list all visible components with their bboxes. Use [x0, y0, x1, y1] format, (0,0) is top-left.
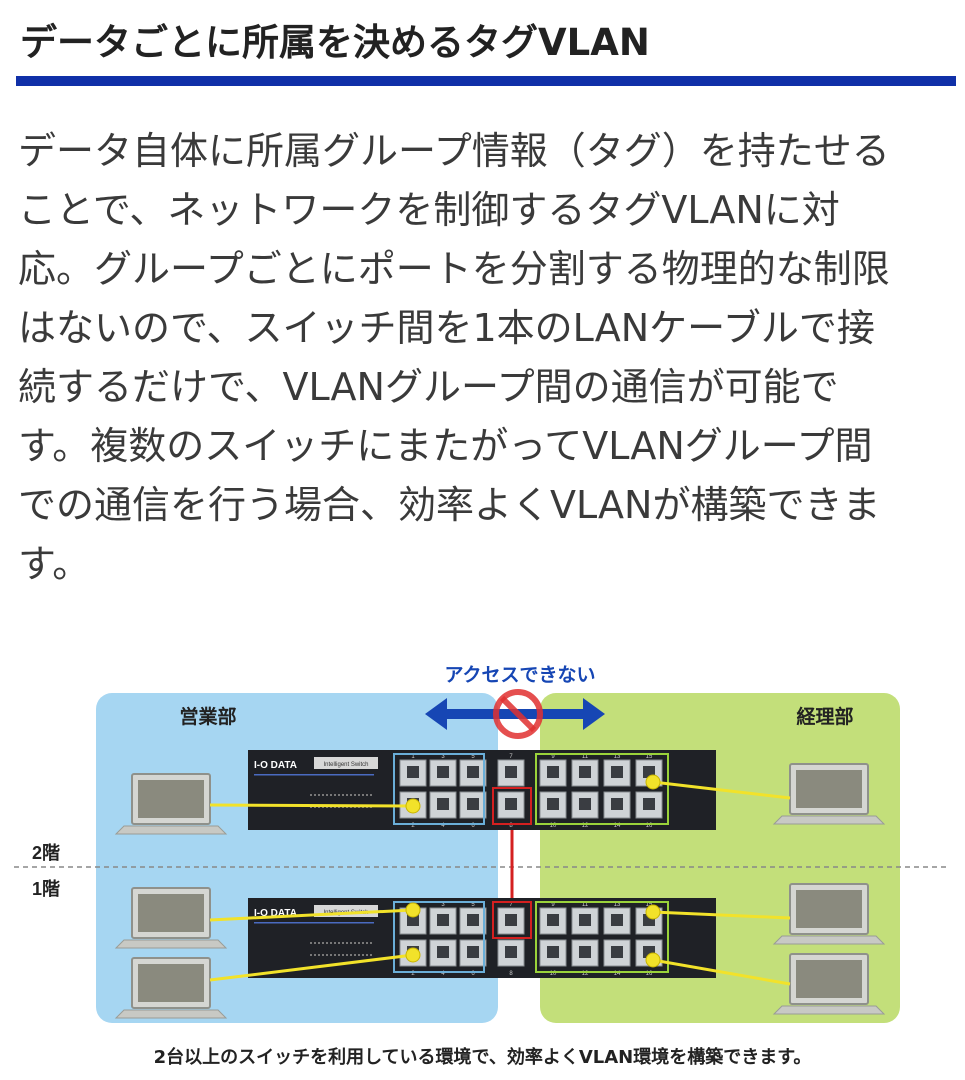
port-number: 12 — [582, 823, 589, 829]
port-number: 9 — [551, 754, 555, 760]
port-number: 5 — [471, 902, 475, 908]
port-number: 9 — [551, 902, 555, 908]
lan-port — [497, 939, 525, 967]
port-number: 2 — [411, 971, 415, 977]
laptop-icon — [772, 763, 886, 825]
switch-brand: I-O DATA — [254, 760, 297, 771]
port-number: 13 — [614, 754, 621, 760]
floor-label-lower: 1階 — [32, 879, 60, 899]
port-number: 6 — [471, 823, 475, 829]
lan-port — [571, 907, 599, 935]
accounting-label: 経理部 — [796, 705, 853, 728]
port-number: 5 — [471, 754, 475, 760]
port-number: 11 — [582, 902, 589, 908]
port-number: 7 — [509, 902, 513, 908]
port-number: 4 — [441, 971, 445, 977]
no-entry-icon — [493, 689, 543, 739]
port-number: 15 — [646, 902, 653, 908]
port-number: 16 — [646, 971, 653, 977]
port-number: 2 — [411, 823, 415, 829]
lan-cable — [209, 908, 414, 922]
port-number: 12 — [582, 971, 589, 977]
body-line: す。 — [18, 542, 91, 586]
sales-port-group — [393, 753, 485, 825]
port-number: 3 — [441, 902, 445, 908]
port-number: 7 — [509, 754, 513, 760]
vlan-diagram: アクセスできない 営業部 経理部 2階 1階 I-O DATA Intellige… — [0, 640, 965, 1080]
port-number: 10 — [550, 823, 557, 829]
body-line: 応。グループごとにポートを分割する物理的な制限 — [18, 247, 890, 291]
laptop-icon — [114, 773, 228, 835]
accounting-port-group — [535, 901, 669, 973]
floor-label-upper: 2階 — [32, 843, 60, 863]
port-number: 14 — [614, 971, 621, 977]
switch-badge: Intelligent Switch — [323, 762, 368, 768]
port-number: 15 — [646, 754, 653, 760]
lan-cable — [209, 803, 414, 808]
laptop-icon — [114, 887, 228, 949]
body-line: す。複数のスイッチにまたがってVLANグループ間 — [18, 424, 873, 468]
port-number: 16 — [646, 823, 653, 829]
figure-caption: 2台以上のスイッチを利用している環境で、効率よくVLAN環境を構築できます。 — [153, 1047, 812, 1068]
switch-badge-box — [314, 757, 378, 769]
port-number: 8 — [509, 971, 513, 977]
trunk-port — [492, 901, 532, 939]
body-line: はないので、スイッチ間を1本のLANケーブルで接 — [18, 306, 875, 350]
port-number: 13 — [614, 902, 621, 908]
port-number: 10 — [550, 971, 557, 977]
heading-underline — [16, 76, 956, 86]
switch-brand: I-O DATA — [254, 908, 297, 919]
accounting-port-group — [535, 753, 669, 825]
body-line: 続するだけで、VLANグループ間の通信が可能で — [18, 365, 839, 409]
lan-cable — [652, 780, 791, 800]
sales-label: 営業部 — [179, 705, 236, 728]
port-number: 8 — [509, 823, 513, 829]
lan-port — [571, 939, 599, 967]
laptop-icon — [114, 957, 228, 1019]
body-line: での通信を行う場合、効率よくVLANが構築できま — [18, 483, 881, 527]
trunk-port — [492, 787, 532, 825]
port-number: 1 — [411, 754, 415, 760]
port-number: 14 — [614, 823, 621, 829]
lan-port — [497, 791, 525, 819]
port-number: 3 — [441, 754, 445, 760]
lan-port — [459, 759, 487, 787]
lan-cable — [209, 953, 414, 982]
port-number: 4 — [441, 823, 445, 829]
port-number: 11 — [582, 754, 589, 760]
lan-cable — [652, 910, 791, 920]
no-access-label: アクセスできない — [444, 664, 595, 686]
port-number: 6 — [471, 971, 475, 977]
vlan-diagram-canvas: アクセスできない 営業部 経理部 2階 1階 I-O DATA Intellige… — [14, 664, 950, 1023]
body-line: データ自体に所属グループ情報（タグ）を持たせる — [18, 129, 890, 173]
lan-port — [429, 939, 457, 967]
body-line: ことで、ネットワークを制御するタグVLANに対 — [18, 188, 840, 232]
laptop-icon — [772, 883, 886, 945]
page-heading: データごとに所属を決めるタグVLAN — [20, 21, 650, 64]
lan-cable — [652, 958, 791, 986]
article-body: データ自体に所属グループ情報（タグ）を持たせる ことで、ネットワークを制御するタ… — [18, 122, 953, 594]
laptop-icon — [772, 953, 886, 1015]
sales-port-group — [393, 901, 485, 973]
